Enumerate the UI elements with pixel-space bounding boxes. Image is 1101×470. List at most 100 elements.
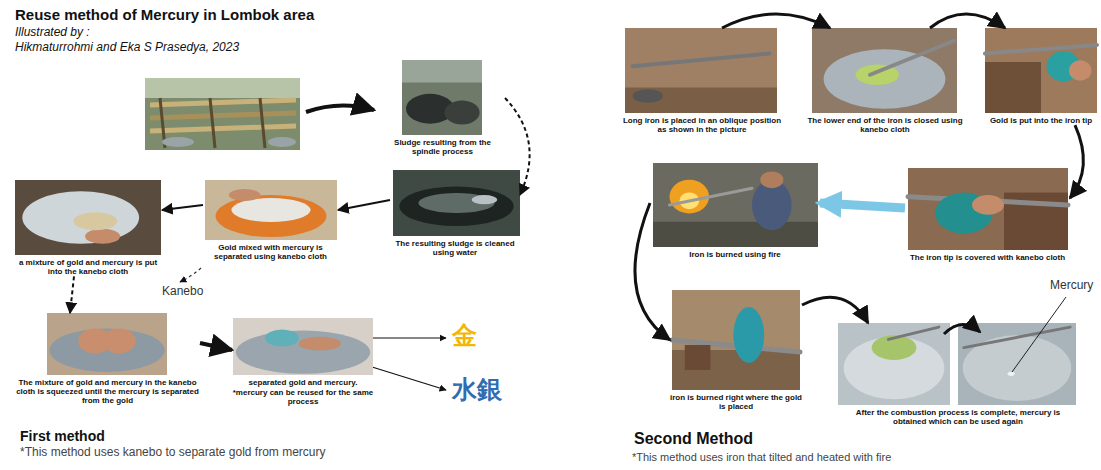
photo-detail (73, 212, 117, 230)
photo-step-box: The mixture of gold and mercury in the k… (15, 313, 200, 406)
photo-step-box: Long iron is placed in an oblique positi… (622, 28, 782, 134)
photo-ground (15, 180, 161, 255)
step-photo (985, 28, 1097, 113)
photo-ground (908, 168, 1068, 250)
photo-step-box: The resulting sludge is cleaned using wa… (390, 170, 520, 257)
leader-line (1012, 297, 1066, 372)
photo-detail (972, 195, 1004, 215)
photo-ground (402, 60, 482, 135)
spindle-photo (145, 78, 300, 150)
photo-ground (985, 28, 1097, 113)
photo-detail (399, 187, 513, 227)
step-photo (908, 168, 1068, 250)
photo-ground (393, 170, 520, 236)
step-photo (393, 170, 520, 236)
photo-frame (232, 318, 374, 375)
photo-frame (390, 170, 520, 236)
photo-detail (22, 191, 139, 244)
photo-step-box: iron is burned right where the gold is p… (670, 290, 802, 411)
photo-detail (216, 195, 327, 237)
step-caption: Long iron is placed in an oblique positi… (622, 116, 782, 134)
step-photo (672, 290, 800, 390)
flow-connector (1070, 125, 1083, 198)
flow-connector (802, 297, 868, 323)
step-caption: Gold mixed with mercury is separated usi… (203, 243, 338, 261)
step-photo (47, 313, 167, 375)
flow-connector (338, 200, 390, 210)
photo-detail (472, 195, 497, 204)
photo-frame (14, 180, 162, 255)
photo-ground (672, 290, 800, 390)
step-caption: The mixture of gold and mercury in the k… (15, 378, 200, 406)
photo-frame (380, 60, 505, 135)
step-caption: The iron tip is covered with kanebo clot… (905, 253, 1070, 262)
photo-detail (685, 345, 711, 370)
diagram-title: Reuse method of Mercury in Lombok area (15, 6, 314, 23)
photo-frame (670, 290, 802, 390)
photo-detail (444, 101, 479, 125)
photo-detail (1008, 372, 1015, 376)
step-caption: iron is burned right where the gold is p… (670, 393, 802, 411)
step-caption: The lower end of the iron is closed usin… (800, 116, 970, 134)
photo-ground (205, 180, 337, 240)
flow-connector (200, 343, 232, 350)
overlay-group (944, 297, 1066, 372)
text-label: 水銀 (452, 375, 502, 404)
flow-arrow (944, 324, 980, 334)
photo-step-box: The lower end of the iron is closed usin… (800, 28, 970, 134)
photo-frame (650, 163, 820, 247)
step-caption: Gold is put into the iron tip (985, 116, 1097, 125)
photo-step-box: Sludge resulting from the spindle proces… (380, 60, 505, 156)
photo-detail (824, 49, 946, 109)
photo-detail (760, 171, 783, 188)
photo-step-box: After the combustion process is complete… (838, 323, 1078, 426)
photo-ground (812, 28, 957, 113)
photo-detail (49, 329, 164, 372)
flow-connector (722, 14, 830, 28)
photo-group (15, 28, 1097, 405)
text-label: Mercury (1050, 279, 1093, 293)
flow-connector (635, 203, 670, 340)
text-label: 金 (452, 321, 477, 350)
step-caption: The resulting sludge is cleaned using wa… (390, 239, 520, 257)
text-label: *This method uses kanebo to separate gol… (20, 446, 325, 460)
flow-connector (162, 205, 203, 210)
photo-detail (102, 329, 136, 354)
photo-detail (633, 54, 770, 67)
photo-detail (888, 327, 938, 339)
flow-connector (820, 203, 905, 208)
step-photo (402, 60, 482, 135)
photo-ground (47, 313, 167, 375)
photo-ground (653, 163, 818, 247)
photo-detail (85, 229, 120, 244)
photo-detail (670, 188, 753, 205)
photo-step-box: The iron tip is covered with kanebo clot… (905, 168, 1070, 262)
step-photo (653, 163, 818, 247)
text-label: Hikmaturrohmi and Eka S Prasedya, 2023 (15, 41, 239, 55)
photo-step-box: Iron is burned using fire (650, 163, 820, 259)
photo-step-box: Gold mixed with mercury is separated usi… (203, 180, 338, 261)
photo-frame (622, 28, 782, 113)
photo-frame (985, 28, 1097, 113)
step-photo (625, 28, 777, 113)
step-photo (958, 323, 1076, 405)
photo-detail (236, 331, 370, 374)
photo-step-box: a mixture of gold and mercury is put int… (14, 180, 162, 276)
photo-detail (265, 329, 299, 346)
step-caption: Iron is burned using fire (650, 250, 820, 259)
photo-detail (985, 62, 1041, 113)
photo-frame (15, 313, 200, 375)
photo-detail (733, 307, 764, 363)
photo-detail (985, 45, 1097, 54)
flow-connector (930, 14, 1005, 28)
step-caption: a mixture of gold and mercury is put int… (14, 258, 162, 276)
text-label: Second Method (634, 430, 753, 448)
step-caption: Sludge resulting from the spindle proces… (380, 138, 505, 156)
photo-detail (870, 41, 954, 75)
text-label: *This method uses iron that tilted and h… (632, 451, 891, 464)
text-label: Kanebo (162, 285, 203, 299)
photo-frame (800, 28, 970, 113)
photo-ground (233, 318, 373, 375)
text-label: First method (20, 428, 105, 444)
